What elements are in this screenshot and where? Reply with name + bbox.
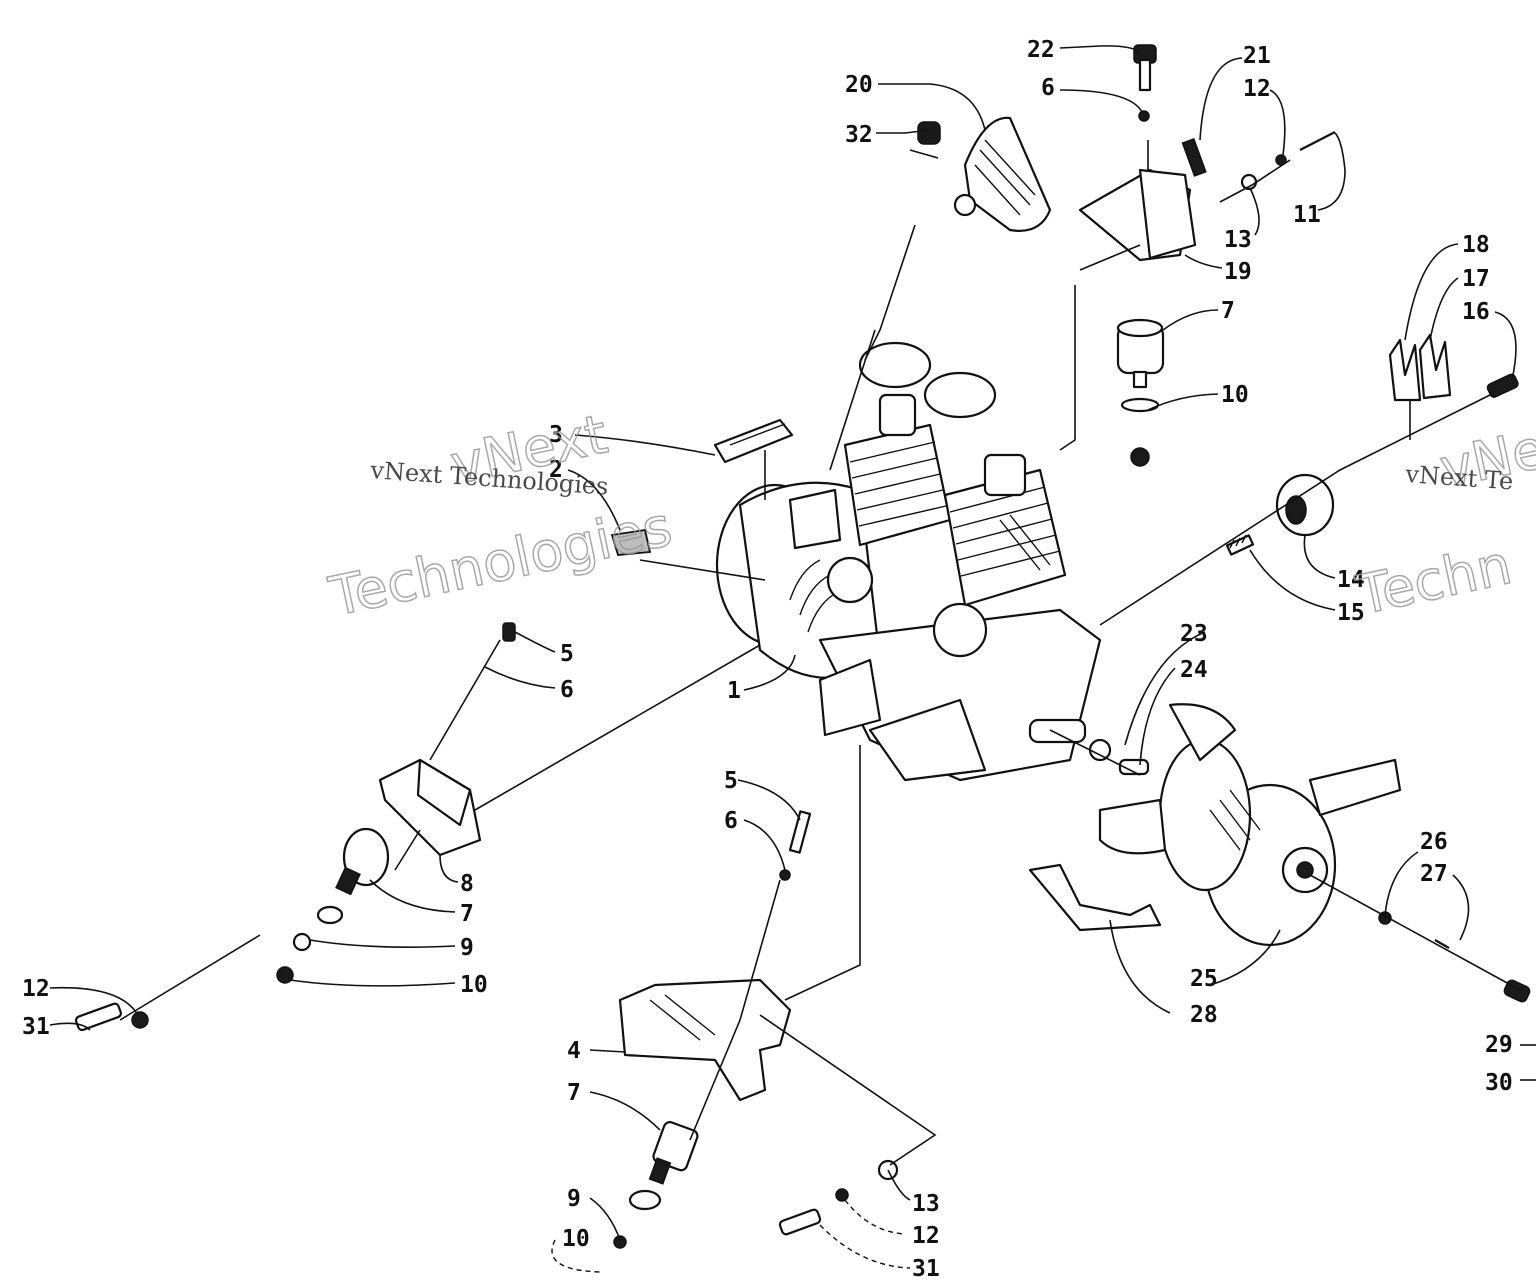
callout-1: 1	[727, 678, 741, 704]
callout-5-left: 5	[560, 641, 574, 667]
callout-10-top: 10	[1221, 382, 1249, 408]
callout-31-lower: 31	[912, 1256, 940, 1280]
callout-4: 4	[567, 1038, 581, 1064]
callout-25: 25	[1190, 966, 1218, 992]
callout-9-lower: 9	[567, 1186, 581, 1212]
callout-3: 3	[549, 422, 563, 448]
exhaust-cover-20	[917, 116, 1052, 232]
callout-20: 20	[845, 72, 873, 98]
callout-7-left: 7	[460, 901, 474, 927]
watermark-right-line3: Techn	[1351, 533, 1517, 627]
callout-26: 26	[1420, 829, 1448, 855]
callout-6-lower: 6	[724, 808, 738, 834]
callout-18: 18	[1462, 232, 1490, 258]
callout-17: 17	[1462, 266, 1490, 292]
callout-28: 28	[1190, 1002, 1218, 1028]
pads-2-3	[610, 418, 794, 556]
drive-clutch-assembly	[1028, 703, 1531, 1003]
callout-6-left: 6	[560, 677, 574, 703]
callout-11: 11	[1293, 202, 1321, 228]
callout-32: 32	[845, 122, 873, 148]
callout-24: 24	[1180, 657, 1208, 683]
watermark-left: vNext vNext Technologies Technologies	[323, 402, 678, 630]
callout-8: 8	[460, 871, 474, 897]
engine-assembly	[715, 341, 1102, 782]
callout-10-left: 10	[460, 972, 488, 998]
callout-labels: 22 6 21 12 11 13 19 7 10 20 32 18 17 16 …	[22, 37, 1513, 1280]
callout-5-lower: 5	[724, 768, 738, 794]
callout-10-lower: 10	[562, 1226, 590, 1252]
callout-2: 2	[549, 457, 563, 483]
callout-7-top: 7	[1221, 298, 1235, 324]
callout-13-lower: 13	[912, 1191, 940, 1217]
callout-21: 21	[1243, 43, 1271, 69]
callout-7-lower: 7	[567, 1080, 581, 1106]
watermark-left-line3: Technologies	[324, 495, 677, 629]
callout-12-left: 12	[22, 976, 50, 1002]
callout-19: 19	[1224, 259, 1252, 285]
callout-22: 22	[1027, 37, 1055, 63]
top-mount-bracket	[1078, 131, 1336, 262]
callout-30: 30	[1485, 1070, 1513, 1096]
watermark-right: vNe vNext Te Techn	[1350, 416, 1536, 628]
callout-27: 27	[1420, 861, 1448, 887]
leader-lines	[49, 45, 1536, 1273]
callout-23: 23	[1180, 621, 1208, 647]
callout-15: 15	[1337, 600, 1365, 626]
callout-13-top: 13	[1224, 227, 1252, 253]
callout-31-left: 31	[22, 1014, 50, 1040]
lower-mount-bracket	[613, 810, 899, 1249]
callout-16: 16	[1462, 299, 1490, 325]
callout-14: 14	[1337, 567, 1365, 593]
callout-6-top: 6	[1041, 75, 1055, 101]
right-mount-parts	[1225, 333, 1519, 556]
callout-9-left: 9	[460, 935, 474, 961]
callout-29: 29	[1485, 1032, 1513, 1058]
callout-12-lower: 12	[912, 1223, 940, 1249]
callout-12-top: 12	[1243, 76, 1271, 102]
rubber-mount-7-top	[1116, 318, 1165, 467]
left-mount-bracket	[74, 622, 516, 1032]
bolt-22	[1133, 44, 1157, 122]
